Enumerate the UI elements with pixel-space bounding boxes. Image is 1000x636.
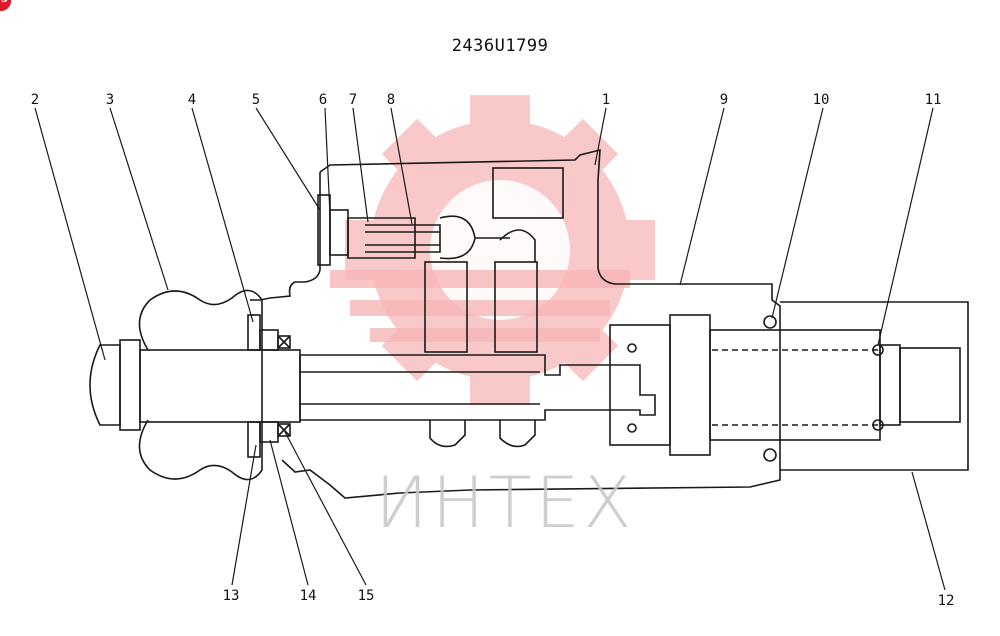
callout-1: 1 (601, 92, 611, 108)
bore-right (494, 261, 538, 353)
cap-6-7 (347, 217, 416, 259)
main-shaft (139, 349, 301, 423)
callout-6: 6 (318, 92, 328, 108)
callout-2: 2 (30, 92, 40, 108)
o-ring-10-lower (763, 448, 777, 462)
seal-15-b (277, 423, 291, 437)
callout-9: 9 (719, 92, 729, 108)
callout-15: 15 (357, 588, 375, 604)
watermark-text: ИНТЕХ (375, 462, 636, 544)
watermark-gear-inner (430, 180, 570, 320)
boot-seal (138, 289, 263, 481)
o-ring-11-lower (872, 419, 884, 431)
housing-outline (281, 148, 781, 499)
corner-badge: 3 (0, 0, 11, 11)
valve-drawing (89, 148, 969, 499)
housing-left-top (250, 172, 321, 301)
upper-pocket (492, 167, 564, 219)
lower-lobe-right (499, 420, 536, 448)
seal-ring-upper (247, 314, 261, 351)
lower-lobe-left (429, 420, 466, 448)
callout-14: 14 (299, 588, 317, 604)
drawing-number: 2436U1799 (451, 36, 549, 56)
callout-10: 10 (812, 92, 830, 108)
o-ring-10-upper (763, 315, 777, 329)
bore-passage (499, 229, 536, 262)
spring-body (365, 224, 441, 253)
seal-15 (277, 335, 291, 349)
callout-4: 4 (187, 92, 197, 108)
leader-lines (34, 107, 946, 591)
callout-3: 3 (105, 92, 115, 108)
spool-body (299, 354, 656, 421)
end-fitting (899, 347, 961, 423)
callout-11: 11 (924, 92, 942, 108)
corner-badge-text: 3 (1, 0, 8, 5)
callout-5: 5 (251, 92, 261, 108)
seal-ring-lower (247, 421, 261, 458)
right-body (669, 314, 711, 456)
body-extension (780, 301, 969, 471)
o-ring-spool-upper (627, 343, 637, 353)
callout-13: 13 (222, 588, 240, 604)
o-ring-spool-lower (627, 423, 637, 433)
right-cap (709, 329, 881, 441)
callout-12: 12 (937, 593, 955, 609)
watermark-gear-stripes (330, 270, 630, 342)
callout-7: 7 (348, 92, 358, 108)
end-plug (879, 344, 901, 426)
button-collar (119, 339, 141, 431)
bore-left (424, 261, 468, 353)
callout-8: 8 (386, 92, 396, 108)
push-button (89, 344, 121, 426)
